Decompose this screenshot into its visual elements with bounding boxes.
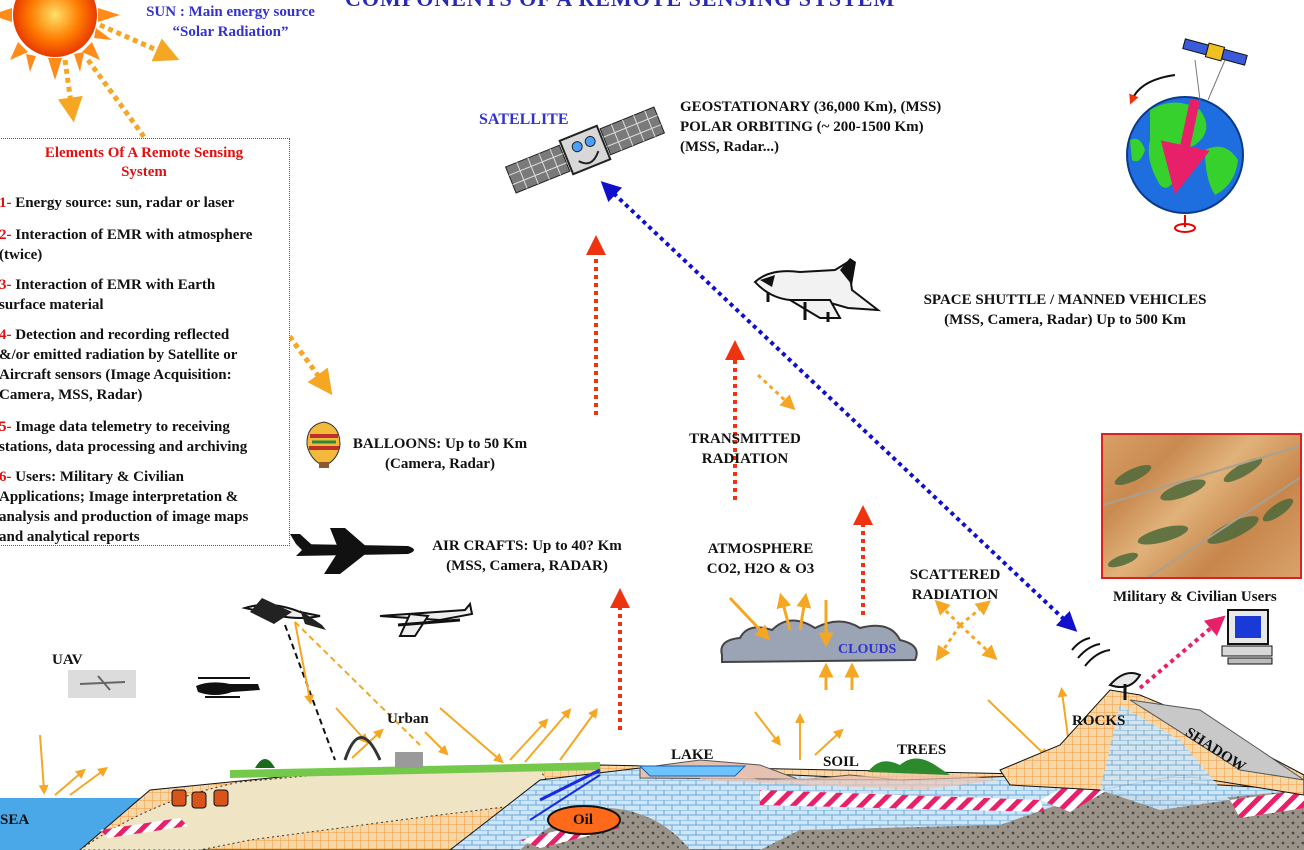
transmitted-label-line2: RADIATION [701,451,789,467]
satellite-description-line2: POLAR ORBITING (~ 200-1500 Km) [680,119,924,135]
balloons-label-line1: BALLOONS: Up to 50 Km [352,436,528,452]
transmitted-radiation-label: TRANSMITTED RADIATION [670,429,820,469]
transmitted-label-line1: TRANSMITTED [689,431,801,447]
balloon-icon [306,421,341,468]
balloons-label-line2: (Camera, Radar) [385,456,495,472]
sun-label-line2: “Solar Radiation” [172,24,289,40]
telemetry-arrow [600,181,1078,632]
signal-waves [1071,637,1111,667]
clouds-label: CLOUDS [838,642,897,657]
urban-label: Urban [387,711,429,727]
element-number: 5- [0,419,12,435]
computer-icon [1221,609,1273,665]
trees-label: TREES [897,742,947,758]
atmosphere-label-line1: ATMOSPHERE [707,541,814,557]
element-text: Detection and recording reflected &/or e… [0,327,238,403]
jet-airplane-icon [290,528,414,574]
globe-icon [1126,38,1248,233]
satellite-image-panel [1101,433,1302,579]
users-label: Military & Civilian Users [1113,589,1277,605]
elements-heading-line2: System [121,164,167,180]
rocks-label: ROCKS [1072,713,1126,729]
sun-icon [0,0,120,80]
users-arrow [1138,615,1226,690]
uav-label: UAV [52,652,83,668]
atmosphere-label-line2: CO2, H2O & O3 [706,561,815,577]
element-number: 1- [0,195,12,211]
element-number: 3- [0,277,12,293]
element-text: Image data telemetry to receiving statio… [0,419,248,455]
sea-label: SEA [0,812,30,828]
soil-label: SOIL [823,754,859,770]
diagram-title: COMPONENTS OF A REMOTE SENSING SYSTEM [345,0,895,12]
sun-label: SUN : Main energy source “Solar Radiatio… [128,2,333,42]
satellite-dish-icon [1108,672,1142,700]
element-number: 4- [0,327,12,343]
satellite-label: SATELLITE [479,111,569,128]
oil-deposit [547,805,621,835]
element-item: 2- Interaction of EMR with atmosphere (t… [0,225,289,265]
scattered-radiation-arrows [728,373,998,690]
satellite-description: GEOSTATIONARY (36,000 Km), (MSS) POLAR O… [680,97,941,157]
element-text: Energy source: sun, radar or laser [15,195,235,211]
scattered-label-line1: SCATTERED [909,567,1001,583]
sun-label-line1: SUN : Main energy source [146,4,315,20]
satellite-image-texture [1103,445,1300,577]
element-text: Interaction of EMR with atmosphere (twic… [0,227,253,263]
scattered-label-line2: RADIATION [911,587,999,603]
space-shuttle-icon [753,258,882,322]
element-item: 5- Image data telemetry to receiving sta… [0,417,289,457]
elements-heading-line1: Elements Of A Remote Sensing [44,145,244,161]
element-item: 6- Users: Military & Civilian Applicatio… [0,467,289,547]
element-item: 1- Energy source: sun, radar or laser [0,193,289,213]
survey-airplane-icon [241,598,326,630]
element-text: Users: Military & Civilian Applications;… [0,469,249,545]
element-number: 2- [0,227,12,243]
element-number: 6- [0,469,12,485]
scattered-radiation-label: SCATTERED RADIATION [895,565,1015,605]
atmosphere-label: ATMOSPHERE CO2, H2O & O3 [688,539,833,579]
element-text: Interaction of EMR with Earth surface ma… [0,277,216,313]
shuttle-label-line2: (MSS, Camera, Radar) Up to 500 Km [944,312,1186,328]
elements-panel: Elements Of A Remote Sensing System 1- E… [0,138,290,546]
element-item: 4- Detection and recording reflected &/o… [0,325,289,405]
satellite-icon [504,106,666,194]
helicopter-icon [196,677,260,698]
sensor-beams [284,621,421,761]
aircraft-label-line2: (MSS, Camera, RADAR) [446,558,608,574]
aircraft-label: AIR CRAFTS: Up to 40? Km (MSS, Camera, R… [412,536,642,576]
small-airplane-icon [379,601,474,637]
balloons-label: BALLOONS: Up to 50 Km (Camera, Radar) [350,434,530,474]
shuttle-label-line1: SPACE SHUTTLE / MANNED VEHICLES [923,292,1207,308]
satellite-description-line1: GEOSTATIONARY (36,000 Km), (MSS) [680,99,942,115]
shuttle-label: SPACE SHUTTLE / MANNED VEHICLES (MSS, Ca… [900,290,1230,330]
uav-icon [68,670,136,698]
lake-label: LAKE [671,747,714,763]
element-item: 3- Interaction of EMR with Earth surface… [0,275,289,315]
aircraft-label-line1: AIR CRAFTS: Up to 40? Km [432,538,622,554]
satellite-description-line3: (MSS, Radar...) [680,139,780,155]
elements-heading: Elements Of A Remote Sensing System [0,144,289,182]
oil-label: Oil [573,812,594,828]
